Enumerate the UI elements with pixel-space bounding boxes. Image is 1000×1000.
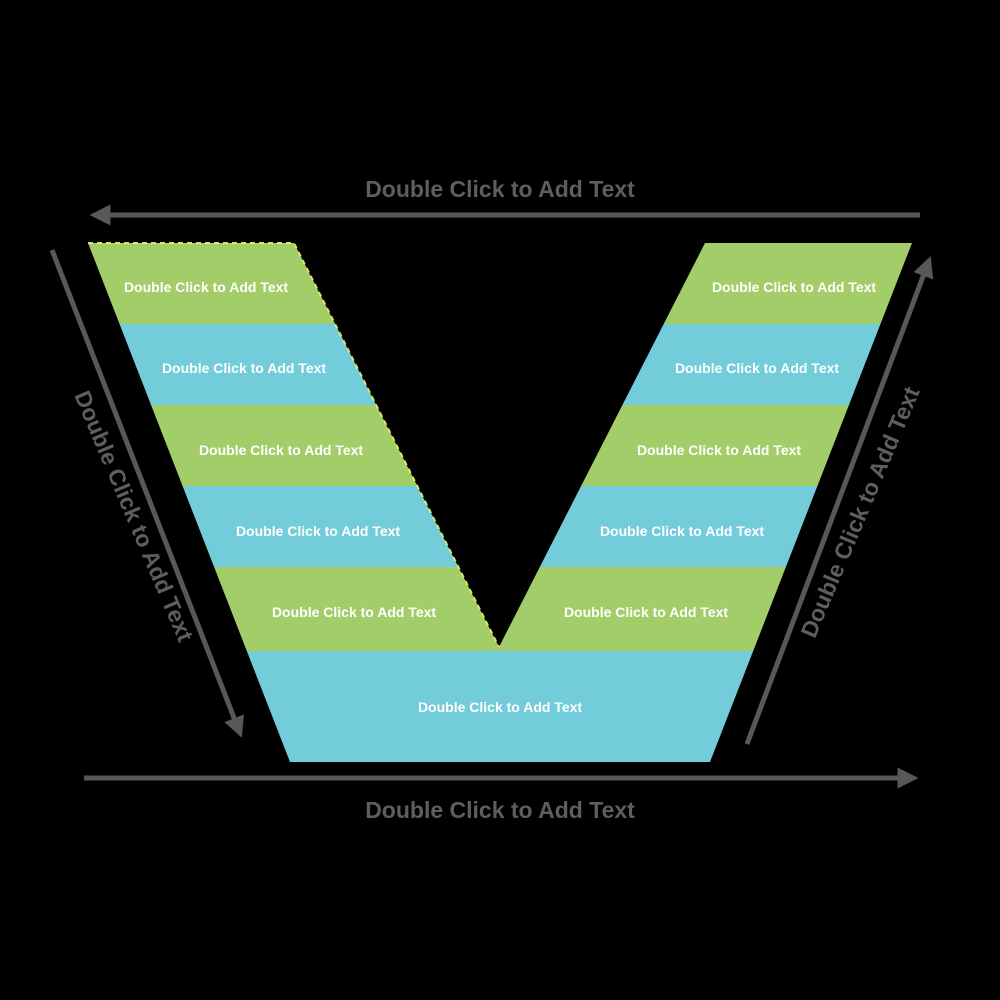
band-label-left-3[interactable]: Double Click to Add Text — [199, 442, 363, 458]
top-axis-label[interactable]: Double Click to Add Text — [365, 176, 635, 202]
band-label-left-2[interactable]: Double Click to Add Text — [162, 360, 326, 376]
band-label-right-5[interactable]: Double Click to Add Text — [564, 604, 728, 620]
left-axis-arrow[interactable] — [49, 249, 244, 738]
right-axis-arrow[interactable] — [744, 256, 934, 745]
band-label-right-1[interactable]: Double Click to Add Text — [712, 279, 876, 295]
selection-outline — [88, 242, 500, 648]
bottom-axis-label[interactable]: Double Click to Add Text — [365, 797, 635, 823]
band-label-bottom-6[interactable]: Double Click to Add Text — [418, 699, 582, 715]
band-label-left-4[interactable]: Double Click to Add Text — [236, 523, 400, 539]
band-label-right-3[interactable]: Double Click to Add Text — [637, 442, 801, 458]
band-label-right-2[interactable]: Double Click to Add Text — [675, 360, 839, 376]
band-label-left-5[interactable]: Double Click to Add Text — [272, 604, 436, 620]
band-label-right-4[interactable]: Double Click to Add Text — [600, 523, 764, 539]
band-label-left-1[interactable]: Double Click to Add Text — [124, 279, 288, 295]
